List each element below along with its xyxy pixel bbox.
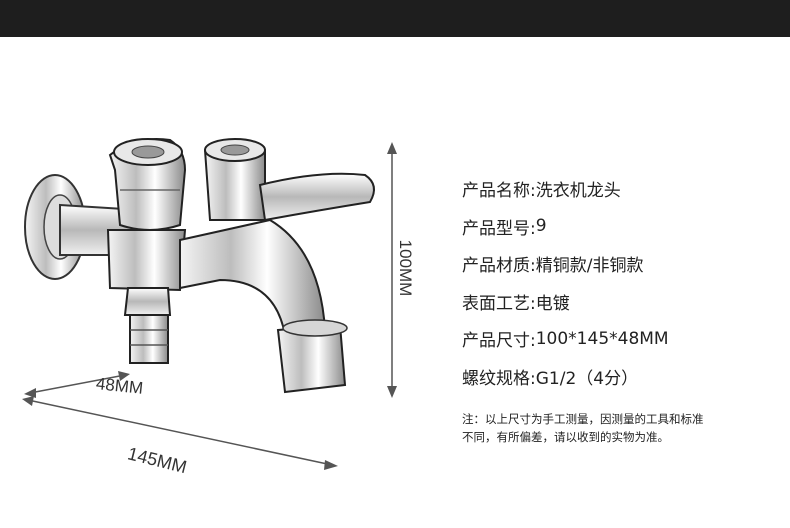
spec-label: 表面工艺:	[462, 293, 536, 314]
spec-value: 洗衣机龙头	[535, 181, 621, 202]
spec-label: 产品尺寸:	[462, 331, 536, 352]
spec-value: 电镀	[535, 293, 570, 314]
height-dimension-label: 100MM	[396, 239, 415, 297]
spec-value: 9	[535, 216, 547, 237]
spec-label: 产品名称:	[462, 181, 536, 202]
spec-label: 产品材质:	[462, 256, 536, 277]
measurement-note: 注：以上尺寸为手工测量，因测量的工具和标准不同，有所偏差，请以收到的实物为准。	[462, 412, 704, 444]
faucet-illustration	[22, 138, 397, 470]
spec-value: G1/2（4分）	[535, 368, 639, 389]
spec-label: 产品型号:	[462, 218, 536, 239]
spec-row-name: 产品名称: 洗衣机龙头	[462, 170, 669, 208]
spec-label: 螺纹规格:	[462, 368, 536, 389]
spec-list: 产品名称: 洗衣机龙头 产品型号: 9 产品材质: 精铜款/非铜款 表面工艺: …	[462, 170, 669, 395]
spec-row-thread: 螺纹规格: G1/2（4分）	[462, 358, 669, 396]
top-banner-bar	[0, 0, 790, 37]
spec-row-model: 产品型号: 9	[462, 208, 669, 246]
spec-value: 100*145*48MM	[535, 328, 669, 349]
spec-row-finish: 表面工艺: 电镀	[462, 283, 669, 321]
spec-row-size: 产品尺寸: 100*145*48MM	[462, 320, 669, 358]
spec-value: 精铜款/非铜款	[535, 256, 644, 277]
spec-row-material: 产品材质: 精铜款/非铜款	[462, 245, 669, 283]
